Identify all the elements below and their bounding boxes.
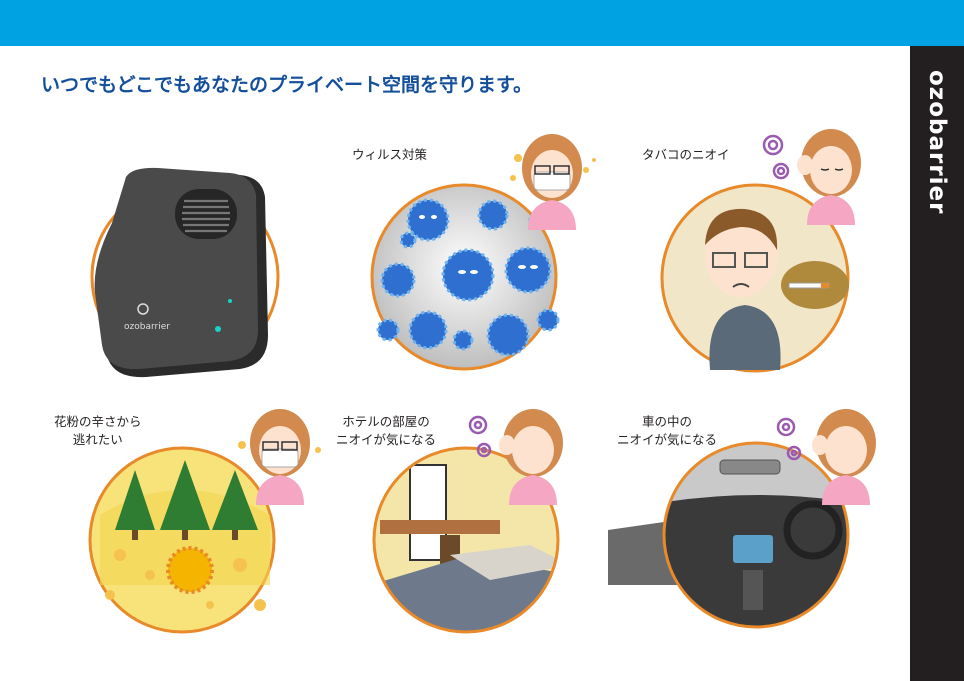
device-body-front — [94, 167, 258, 370]
device-indicator-light — [228, 299, 232, 303]
car-odor-swirls — [776, 417, 802, 461]
pollen-caption-line2: 逃れたい — [72, 432, 123, 447]
tobacco-caption: タバコのニオイ — [642, 147, 730, 162]
masked-woman-pollen — [238, 409, 321, 505]
hotel-odor-swirls — [468, 415, 492, 458]
headache-woman — [797, 129, 861, 225]
hotel-scene — [370, 405, 575, 640]
ozobarrier-device-illustration: ozobarrier — [90, 167, 280, 378]
odor-swirl-icons — [762, 134, 790, 180]
tobacco-scene — [655, 125, 865, 380]
side-brand-text: ozobarrier — [924, 69, 950, 215]
pollen-caption: 花粉の辛さから 逃れたい — [54, 413, 142, 449]
virus-illustration — [370, 134, 596, 371]
rear-view-mirror — [719, 459, 781, 475]
device-vent-grille — [182, 199, 230, 233]
pollen-character — [166, 546, 214, 594]
car-caption-line1: 車の中の — [642, 414, 693, 429]
hotel-caption-line2: ニオイが気になる — [336, 432, 437, 447]
virus-faces — [419, 215, 538, 274]
side-brand-title: ozobarrier — [910, 62, 964, 222]
device-status-light — [215, 326, 221, 332]
hotel-circle-frame — [372, 446, 560, 634]
car-circle-frame — [662, 441, 850, 629]
hotel-caption: ホテルの部屋の ニオイが気になる — [336, 413, 436, 449]
pollen-illustration — [88, 409, 321, 634]
smelly-man — [705, 208, 781, 370]
page-headline: いつでもどこでもあなたのプライベート空間を守ります。 — [41, 74, 533, 96]
hotel-illustration — [372, 409, 563, 634]
cedar-trees — [115, 460, 258, 530]
virus-particles — [376, 198, 560, 357]
car-caption: 車の中の ニオイが気になる — [617, 413, 717, 449]
pollen-particles — [105, 549, 266, 611]
car-scene — [608, 405, 878, 640]
car-caption-line2: ニオイが気になる — [617, 432, 718, 447]
virus-scene — [368, 130, 596, 380]
pollen-caption-line1: 花粉の辛さから — [54, 414, 142, 429]
masked-woman — [510, 134, 596, 230]
tobacco-illustration — [660, 129, 861, 373]
device-logo-text: ozobarrier — [124, 322, 170, 332]
hotel-caption-line1: ホテルの部屋の — [342, 414, 430, 429]
top-header-band — [0, 0, 964, 46]
headache-woman-car — [812, 409, 876, 505]
headache-woman-hotel — [499, 409, 563, 505]
device-panel: ozobarrier — [80, 165, 290, 390]
cigarette-smoke-cloud — [781, 261, 849, 309]
car-illustration — [608, 409, 876, 629]
brand-side-band — [910, 46, 964, 681]
pollen-scene — [88, 405, 330, 645]
device-logo-mark — [137, 303, 149, 315]
virus-caption: ウィルス対策 — [352, 147, 428, 162]
